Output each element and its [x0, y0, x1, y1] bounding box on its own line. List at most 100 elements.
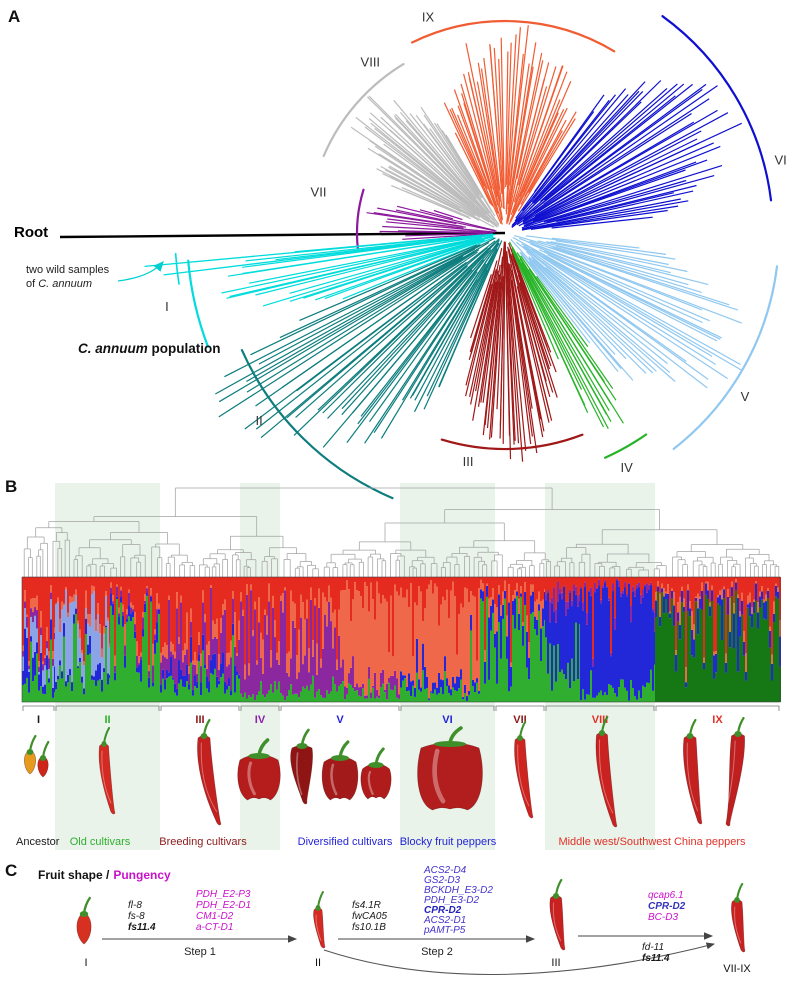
section-label-VI: VI: [442, 714, 452, 726]
cluster-arc-I: [187, 259, 210, 349]
tree-cluster-V: V: [510, 235, 779, 450]
section-bracket-VIII: [545, 705, 655, 711]
pepper-image-stage-II: [313, 891, 326, 949]
gene-label-PDH_E2-P3: PDH_E2-P3: [196, 889, 251, 900]
section-bracket-IX: [655, 705, 780, 711]
pepper-stem: [448, 726, 463, 745]
section-bracket-I: [22, 705, 55, 711]
admixture-segment: [400, 577, 480, 702]
cluster-arc-V: [672, 265, 779, 450]
panel-b-label: B: [5, 477, 17, 496]
pepper-image-III: [197, 718, 222, 826]
section-bracket-II: [55, 705, 160, 711]
section-label-I: I: [37, 714, 40, 726]
panel-c-legend: Fruit shape /Pungency: [38, 868, 171, 882]
admixture-segment: [545, 577, 581, 702]
section-label-V: V: [336, 714, 344, 726]
tree-cluster-label-VII: VII: [311, 185, 327, 200]
gene-label-CPR-D2: CPR-D2: [424, 905, 462, 916]
gene-label-fl-8: fl-8: [128, 900, 142, 911]
root-branch: [59, 231, 506, 239]
admixture-segment: [240, 577, 280, 702]
pepper-image-VI: [417, 726, 483, 811]
pepper-image-stage-I: [76, 896, 92, 945]
panel-a-label: A: [8, 7, 20, 26]
pepper-image-VIII: [595, 715, 618, 828]
pepper-image-stage-III: [549, 878, 566, 951]
section-label-IV: IV: [255, 714, 266, 726]
pepper-image-I-b: [37, 740, 50, 778]
wild-samples-arrow: [117, 261, 164, 282]
tree-cluster-label-III: III: [463, 454, 474, 469]
admixture-barplot: [21, 576, 781, 703]
pepper-image-V-b: [321, 740, 359, 801]
tree-cluster-label-VIII: VIII: [361, 55, 381, 70]
cluster-arc-VII: [355, 188, 365, 250]
wild-note-line2: of C. annuum: [26, 278, 92, 290]
pepper-stem: [736, 716, 745, 735]
category-label-2: Breeding cultivars: [159, 836, 247, 848]
cluster-arc-VI: [661, 15, 773, 202]
dendrogram: [23, 487, 780, 577]
stage-label-I: I: [84, 957, 87, 969]
tree-cluster-label-IV: IV: [621, 460, 634, 475]
pepper-image-II: [98, 726, 116, 815]
gene-label-fs-8: fs-8: [128, 911, 145, 922]
pepper-image-IX-b: [724, 716, 745, 827]
cluster-arc-VIII: [322, 62, 405, 158]
tree-cluster-label-VI: VI: [774, 152, 786, 167]
gene-label-fs10.1B: fs10.1B: [352, 922, 386, 933]
pepper-stem: [202, 718, 211, 737]
section-label-VII: VII: [513, 714, 526, 726]
gene-label-fd-11: fd-11: [642, 942, 664, 953]
section-bracket-V: [280, 705, 400, 711]
pepper-image-IV: [237, 738, 281, 801]
gene-label-fs11.4: fs11.4: [642, 953, 670, 964]
tree-cluster-II: II: [215, 237, 503, 500]
section-bracket-VII: [495, 705, 545, 711]
gene-label-CPR-D2: CPR-D2: [648, 901, 686, 912]
gene-label-fwCA05: fwCA05: [352, 911, 387, 922]
population-label: C. annuum population: [78, 341, 220, 356]
gene-label-ACS2-D1: ACS2-D1: [423, 915, 466, 926]
gene-label-CM1-D2: CM1-D2: [196, 911, 234, 922]
section-bracket-III: [160, 705, 240, 711]
admixture-segment: [340, 577, 400, 702]
tree-cluster-label-IX: IX: [422, 10, 435, 25]
tree-cluster-IX: IX: [411, 10, 616, 225]
gene-label-a-CT-D1: a-CT-D1: [196, 922, 233, 933]
tree-cluster-VII: VII: [311, 185, 497, 250]
pepper-stem: [102, 726, 111, 745]
gene-label-GS2-D3: GS2-D3: [424, 875, 461, 886]
step-label-0: Step 1: [184, 946, 216, 958]
pepper-stem: [518, 720, 527, 739]
pepper-image-V-c: [360, 747, 392, 800]
admixture-segment: [110, 577, 160, 702]
gene-label-pAMT-P5: pAMT-P5: [423, 925, 466, 936]
bypass-curve: [323, 942, 715, 975]
gene-label-BC-D3: BC-D3: [648, 912, 678, 923]
pepper-stem: [338, 740, 350, 759]
pepper-stem: [317, 891, 324, 908]
gene-label-PDH_E2-D1: PDH_E2-D1: [196, 900, 251, 911]
section-bracket-VI: [400, 705, 495, 711]
pepper-image-stage-VII-IX: [731, 882, 746, 953]
pepper-stem: [257, 738, 270, 757]
pepper-image-VII: [514, 720, 534, 819]
gene-label-PDH_E3-D2: PDH_E3-D2: [424, 895, 479, 906]
gene-label-fs11.4: fs11.4: [128, 922, 156, 933]
wild-note-line1: two wild samples: [26, 264, 110, 276]
panel-c-label: C: [5, 861, 17, 880]
gene-label-qcap6.1: qcap6.1: [648, 890, 684, 901]
gene-label-BCKDH_E3-D2: BCKDH_E3-D2: [424, 885, 493, 896]
tree-cluster-label-V: V: [741, 389, 750, 404]
pepper-stem: [300, 728, 310, 747]
admixture-segment: [55, 577, 111, 702]
pepper-stem: [688, 718, 697, 737]
admixture-segment: [22, 577, 56, 702]
tree-cluster-VIII: VIII: [322, 55, 500, 228]
admixture-segment: [280, 577, 340, 702]
section-bracket-IV: [240, 705, 280, 711]
